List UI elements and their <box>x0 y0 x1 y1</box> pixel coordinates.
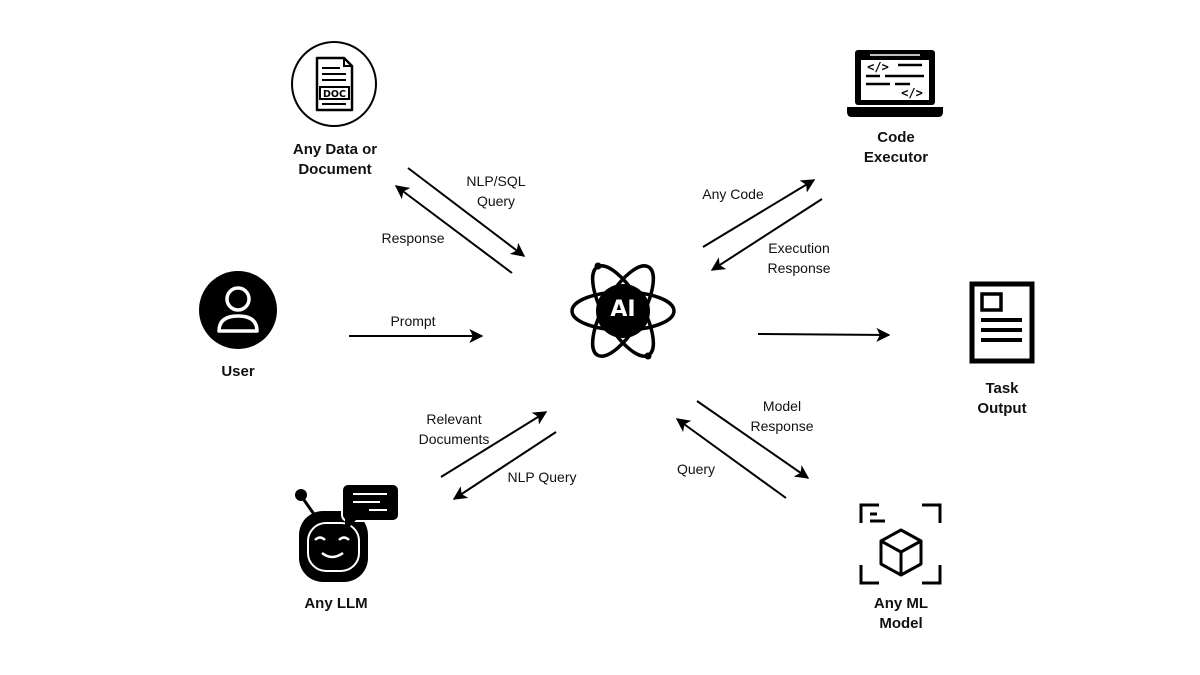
edge-label-query: Query <box>676 461 716 477</box>
node-label-llm: Any LLM <box>304 595 368 612</box>
arrow-query <box>675 418 787 499</box>
arrow-task-output <box>757 327 891 342</box>
robot-chat-icon <box>295 483 400 582</box>
user-icon <box>199 271 277 349</box>
cube-scan-icon <box>859 503 942 585</box>
code-icon-text-left: </> <box>867 60 889 74</box>
edge-label-model-response: Model Response <box>750 398 814 434</box>
laptop-code-icon: </> </> <box>847 50 943 117</box>
edge-label-response: Response <box>381 230 445 246</box>
node-label-code-executor: Code Executor <box>863 129 929 166</box>
edge-label-execution-response: Execution Response <box>767 240 831 276</box>
arrow-nlp-sql-query <box>407 167 526 257</box>
node-label-task-output: Task Output <box>977 380 1027 417</box>
node-label-document: Any Data or Document <box>292 141 378 178</box>
edge-label-nlp-sql-query: NLP/SQL Query <box>466 173 526 209</box>
arrow-execution-response <box>710 198 823 271</box>
arrow-nlp-query <box>452 431 557 500</box>
arrows <box>349 167 891 500</box>
code-icon-text-right: </> <box>901 86 923 100</box>
node-label-ml-model: Any ML Model <box>873 595 929 632</box>
arrow-relevant-documents <box>440 411 548 478</box>
report-icon <box>969 281 1035 364</box>
node-label-user: User <box>221 363 255 380</box>
edge-label-relevant-documents: Relevant Documents <box>418 411 490 447</box>
edge-label-prompt: Prompt <box>390 313 436 329</box>
arrow-model-response <box>696 400 810 479</box>
arrow-response <box>394 185 513 274</box>
arrow-any-code <box>702 179 816 248</box>
edge-label-any-code: Any Code <box>702 186 764 202</box>
document-icon: DOC <box>291 41 377 127</box>
ai-center-text: AI <box>610 297 636 322</box>
ai-atom-icon <box>570 262 676 360</box>
edge-label-nlp-query: NLP Query <box>507 469 577 485</box>
doc-icon-text: DOC <box>323 89 346 100</box>
